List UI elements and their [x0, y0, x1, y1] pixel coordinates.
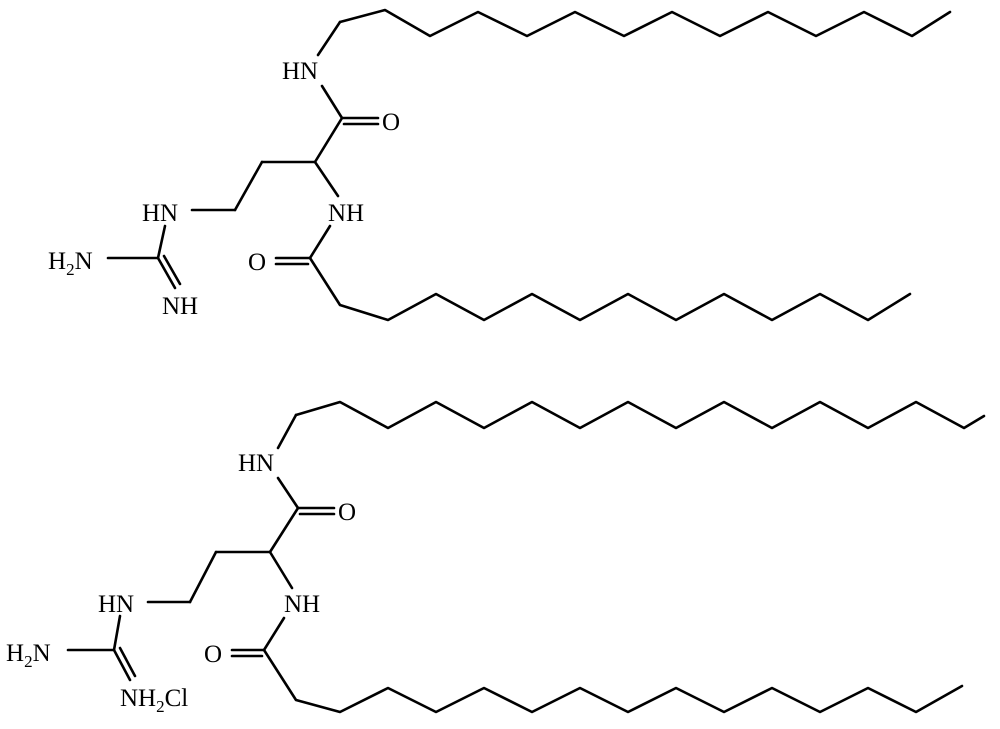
mol2-bond-guan-nh2-1 — [114, 650, 130, 680]
mol1-alpha-nh-label: NH — [328, 200, 364, 227]
mol2-bond-ch2-ch2 — [190, 552, 216, 602]
mol1-guanidine-h2n-label: H2N — [48, 248, 93, 279]
mol1-bond-hn-guan — [158, 226, 165, 258]
mol1-acyl-o-label: O — [248, 249, 266, 276]
molecule-1: HN O NH HN H2N NH O — [48, 10, 950, 320]
mol1-bond-ch2-ch2 — [235, 162, 262, 210]
mol1-bond-carbonyl-alpha — [315, 118, 342, 162]
mol2-guanidine-hn-label: HN — [98, 591, 134, 618]
molecule-2: HN O NH HN H2N NH2Cl O — [6, 402, 984, 716]
mol1-amide-o-label: O — [382, 109, 400, 136]
mol2-bond-guan-nh2-2 — [120, 648, 135, 676]
mol2-bond-nh-acyl — [264, 618, 284, 650]
mol1-guanidine-imine-label: NH — [162, 293, 198, 320]
mol1-guanidine-hn-label: HN — [142, 200, 178, 227]
mol2-bond-hn-guan — [114, 616, 120, 650]
mol1-acyl-chain — [310, 258, 910, 320]
mol2-acyl-o-label: O — [204, 641, 222, 668]
mol1-bond-alpha-nh — [315, 162, 338, 196]
mol2-acyl-chain — [264, 650, 962, 712]
mol2-amide-hn-label: HN — [238, 450, 274, 477]
mol2-guanidinium-label: NH2Cl — [120, 685, 188, 716]
mol2-bond-hn-chain — [278, 415, 296, 448]
mol2-bond-carbonyl-alpha — [270, 508, 298, 552]
mol2-amide-o-label: O — [338, 499, 356, 526]
mol1-bond-nh-acyl — [310, 226, 330, 258]
mol1-bond-guan-imine-2 — [164, 256, 180, 284]
mol1-bond-hn-chain — [318, 22, 340, 55]
mol2-n-alkyl-chain — [296, 402, 984, 428]
mol2-bond-hn-carbonyl — [278, 478, 298, 508]
mol1-n-alkyl-chain — [340, 10, 950, 36]
mol2-bond-alpha-nh — [270, 552, 292, 588]
mol2-guanidine-h2n-label: H2N — [6, 640, 51, 671]
mol1-amide-hn-label: HN — [282, 58, 318, 85]
mol1-bond-hn-carbonyl — [322, 86, 342, 118]
mol2-alpha-nh-label: NH — [284, 591, 320, 618]
